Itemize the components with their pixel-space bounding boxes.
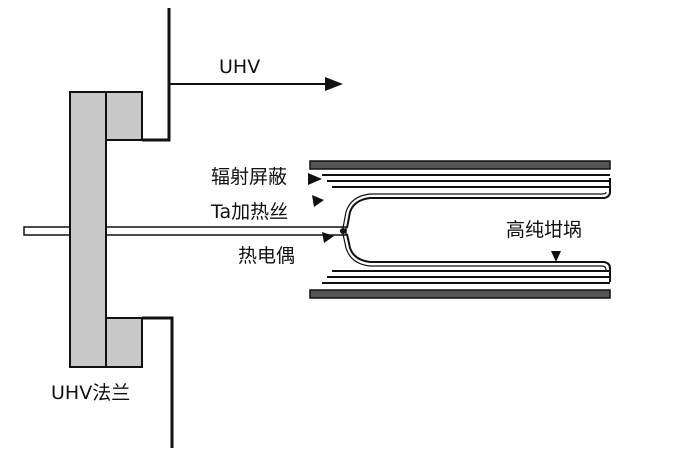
label-uhv-flange: UHV法兰 — [51, 382, 130, 404]
label-thermocouple: 热电偶 — [238, 245, 295, 267]
label-uhv-arrow: UHV — [219, 56, 260, 78]
crucible-outline — [346, 178, 611, 282]
label-ta-heater: Ta加热丝 — [210, 201, 288, 223]
chamber-wall-lower — [142, 316, 174, 448]
chamber-wall — [142, 8, 174, 448]
chamber-wall-upper — [142, 8, 171, 142]
crucible-inner — [342, 191, 607, 271]
pointer-crucible — [551, 251, 561, 262]
flange-collar-top — [105, 91, 143, 141]
radiation-shield-upper — [309, 160, 611, 188]
uhv-arrowhead — [325, 77, 343, 91]
pointer-radiation-shield — [308, 173, 322, 185]
label-crucible: 高纯坩埚 — [506, 219, 582, 241]
thermocouple-tip — [340, 228, 346, 234]
flange-plate — [69, 91, 107, 368]
flange-collar-bottom — [105, 317, 143, 368]
radiation-shield-lower — [309, 270, 611, 299]
uhv-arrow — [169, 77, 343, 91]
label-radiation-shield: 辐射屏蔽 — [211, 166, 287, 188]
pointer-thermocouple — [322, 232, 334, 243]
uhv-flange — [69, 91, 143, 368]
pointer-ta-heater — [312, 195, 324, 207]
